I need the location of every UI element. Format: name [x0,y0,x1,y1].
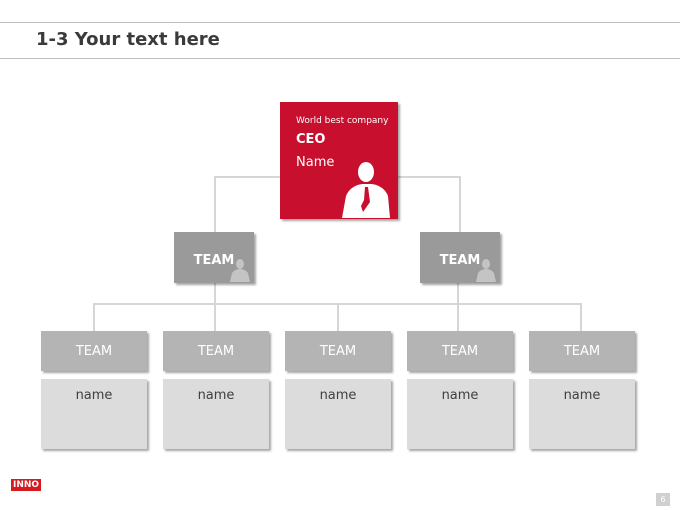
team-box-level3-3: TEAM [285,331,391,371]
person-icon [476,259,496,282]
member-box-1: name [41,379,147,449]
connector-drop-4 [457,303,459,331]
team-label: TEAM [197,344,235,359]
team-label: TEAM [319,344,357,359]
connector-ceo-right [398,176,460,178]
ceo-name: Name [296,155,335,170]
connector-drop-5 [580,303,582,331]
member-box-4: name [407,379,513,449]
member-box-2: name [163,379,269,449]
team-box-level3-2: TEAM [163,331,269,371]
connector-left-down [214,283,216,331]
member-name: name [441,388,479,403]
company-logo: INNO [11,472,42,491]
connector-drop-3 [337,303,339,331]
team-label: TEAM [563,344,601,359]
team-label: TEAM [75,344,113,359]
ceo-box: World best company CEO Name [280,102,398,219]
team-box-level2-right: TEAM [420,232,500,283]
header-bottom-rule [0,58,680,59]
ceo-role: CEO [296,132,326,147]
team-box-level2-left: TEAM [174,232,254,283]
page-number: 6 [656,493,670,506]
member-name: name [319,388,357,403]
team-box-level3-1: TEAM [41,331,147,371]
connector-left-drop [214,176,216,232]
page-title: 1-3 Your text here [36,29,220,50]
logo-mark: INNO [11,479,42,491]
team-label: TEAM [439,253,481,268]
team-box-level3-4: TEAM [407,331,513,371]
ceo-tagline: World best company [296,116,389,126]
member-name: name [563,388,601,403]
person-icon [230,259,250,282]
ceo-person-icon [342,162,390,218]
connector-right-down [457,283,459,303]
connector-right-drop [459,176,461,232]
member-name: name [197,388,235,403]
member-box-3: name [285,379,391,449]
member-box-5: name [529,379,635,449]
member-name: name [75,388,113,403]
header-top-rule [0,22,680,23]
connector-ceo-left [215,176,280,178]
connector-drop-1 [93,303,95,331]
team-box-level3-5: TEAM [529,331,635,371]
team-label: TEAM [441,344,479,359]
team-label: TEAM [193,253,235,268]
